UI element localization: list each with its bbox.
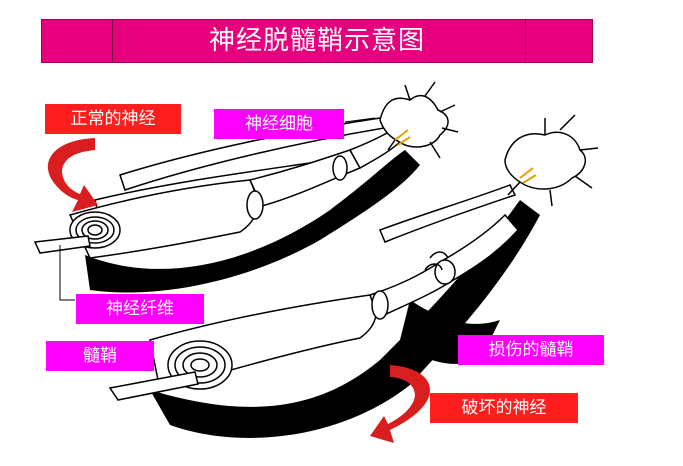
label-myelin: 髓鞘 xyxy=(46,341,154,371)
damaged-nerve-fiber xyxy=(108,184,520,401)
nerve-cell-icon xyxy=(379,81,459,159)
spark-icon xyxy=(519,167,537,184)
label-nerve-fiber: 神经纤维 xyxy=(76,294,204,324)
title-divider-right xyxy=(525,20,526,62)
curved-arrow-icon xyxy=(47,138,98,212)
spark-icon xyxy=(394,129,411,146)
label-normal-nerve: 正常的神经 xyxy=(45,104,181,134)
label-nerve-cell: 神经细胞 xyxy=(214,109,344,139)
nerve-cell-icon xyxy=(504,114,599,207)
label-destroyed-nerve: 破坏的神经 xyxy=(430,393,578,423)
page-title: 神经脱髓鞘示意图 xyxy=(208,26,425,56)
normal-nerve-fiber xyxy=(33,117,403,259)
title-bar: 神经脱髓鞘示意图 xyxy=(41,19,593,63)
leader-lines xyxy=(59,117,455,346)
shadow-upper xyxy=(85,150,420,293)
title-divider-left xyxy=(112,20,113,62)
curved-arrow-icon xyxy=(370,365,430,443)
label-damaged-myelin: 损伤的髓鞘 xyxy=(458,335,604,365)
